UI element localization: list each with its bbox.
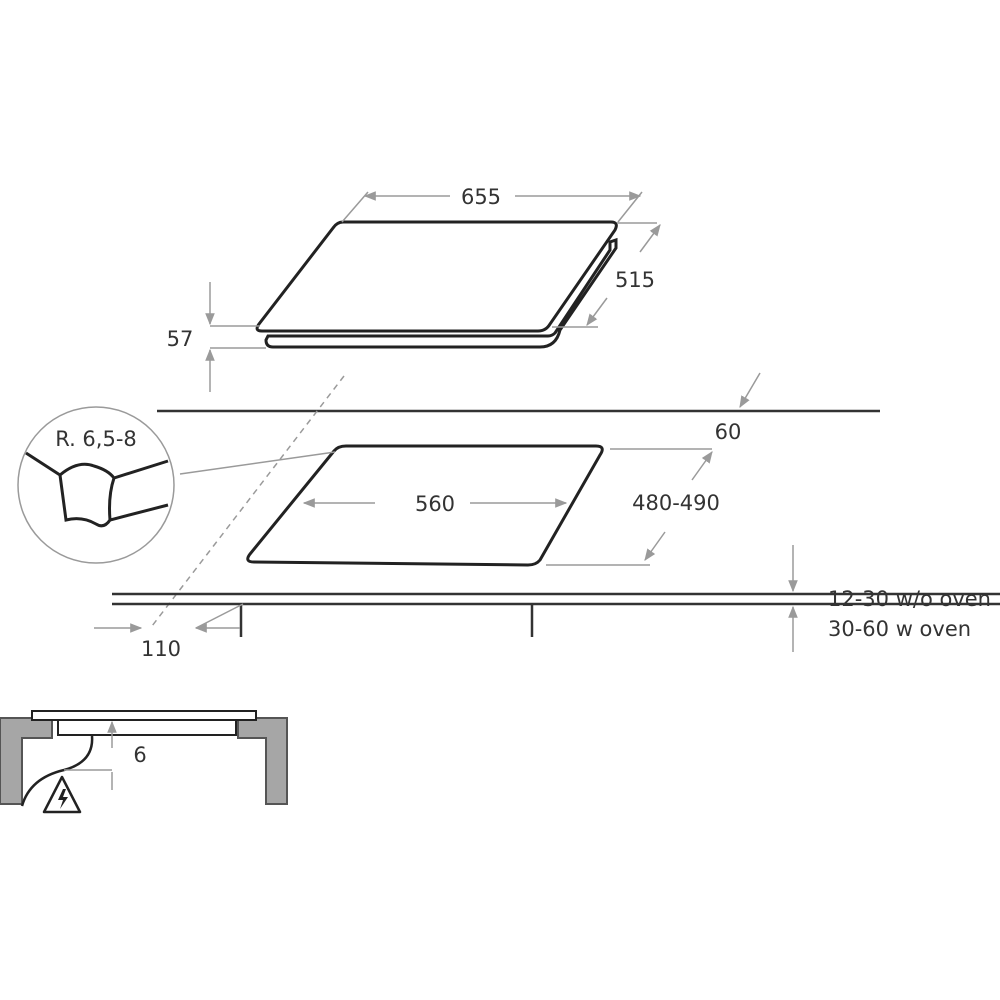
- hob-glass-top: [255, 220, 618, 333]
- width-655-label: 655: [461, 185, 501, 209]
- radius-corner-profile: [25, 451, 169, 528]
- cabinet-right-wall: [237, 717, 288, 805]
- edge-60-label: 60: [715, 420, 742, 444]
- hob-section-body: [57, 719, 237, 736]
- worktop-front: [112, 592, 1000, 637]
- width-655-dimension: 655: [341, 185, 643, 223]
- hob-drawing: [255, 220, 618, 349]
- depth-515-label: 515: [615, 268, 655, 292]
- clearance-label: 6: [133, 743, 146, 767]
- height-57-label: 57: [167, 327, 194, 351]
- cutout-depth-dimension: 480-490: [546, 448, 720, 566]
- radius-label: R. 6,5-8: [55, 427, 137, 451]
- hob-base: [264, 237, 618, 349]
- electric-hazard-icon: [42, 775, 82, 814]
- front-gap-label: 110: [141, 637, 181, 661]
- edge-60-dimension: 60: [715, 372, 761, 444]
- front-gap-dimension: 110: [94, 603, 244, 661]
- side-section: 6: [0, 710, 288, 814]
- worktop-thickness-dimension: 12-30 w/o oven 30-60 w oven: [788, 545, 991, 652]
- cutout-width-label: 560: [415, 492, 455, 516]
- height-57-dimension: 57: [167, 282, 266, 392]
- cabinet-left-wall: [0, 717, 53, 805]
- radius-detail-circle: [17, 406, 175, 564]
- radius-detail: R. 6,5-8: [17, 406, 336, 564]
- cutout-outline: [246, 444, 604, 567]
- hob-section-glass: [31, 710, 257, 721]
- depth-515-dimension: 515: [552, 222, 661, 328]
- worktop-no-oven-label: 12-30 w/o oven: [828, 587, 991, 611]
- worktop-with-oven-label: 30-60 w oven: [828, 617, 971, 641]
- alignment-dashed-line: [151, 375, 345, 627]
- cutout-depth-label: 480-490: [632, 491, 720, 515]
- cutout-width-dimension: 560: [302, 492, 568, 516]
